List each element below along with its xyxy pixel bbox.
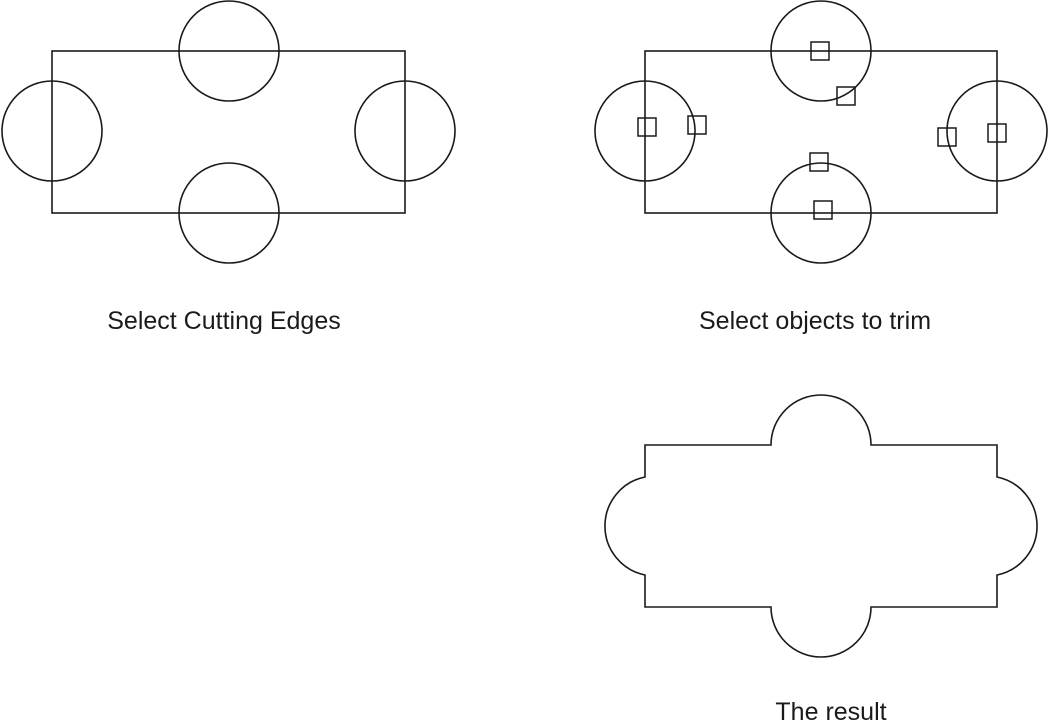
panel-objects-to-trim: [594, 0, 1048, 264]
pickbox-marker: [637, 117, 657, 137]
caption-cutting-edges: Select Cutting Edges: [107, 307, 341, 335]
panel-cutting-edges: [1, 0, 456, 264]
circle-right: [354, 80, 456, 182]
circle-top: [178, 0, 280, 102]
rectangle: [644, 50, 998, 214]
pickbox-marker: [687, 115, 707, 135]
circle-bottom: [178, 162, 280, 264]
pickbox-marker: [809, 152, 829, 172]
caption-objects-to-trim: Select objects to trim: [698, 307, 932, 335]
circle-left: [1, 80, 103, 182]
caption-result: The result: [775, 698, 887, 726]
pickbox-marker: [813, 200, 833, 220]
rectangle: [51, 50, 406, 214]
pickbox-marker: [810, 41, 830, 61]
circle-left: [594, 80, 696, 182]
circle-right: [946, 80, 1048, 182]
result-outline: [604, 394, 1038, 658]
circle-bottom: [770, 162, 872, 264]
pickbox-marker: [937, 127, 957, 147]
circle-top: [770, 0, 872, 102]
pickbox-marker: [836, 86, 856, 106]
pickbox-marker: [987, 123, 1007, 143]
